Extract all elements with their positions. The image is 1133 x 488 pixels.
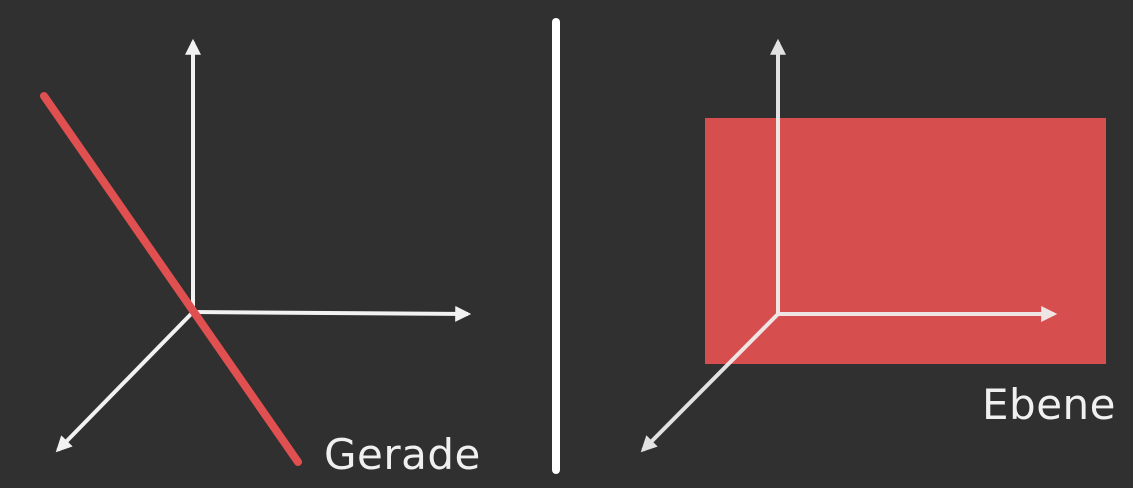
- label-ebene: Ebene: [982, 380, 1116, 429]
- left-x-axis: [192, 305, 472, 322]
- left-y-axis: [55, 310, 195, 453]
- right-y-axis: [640, 312, 780, 453]
- right-coordinate-system: [640, 38, 1058, 453]
- red-line: [40, 92, 302, 466]
- label-gerade: Gerade: [324, 430, 481, 479]
- left-coordinate-system: [55, 38, 472, 453]
